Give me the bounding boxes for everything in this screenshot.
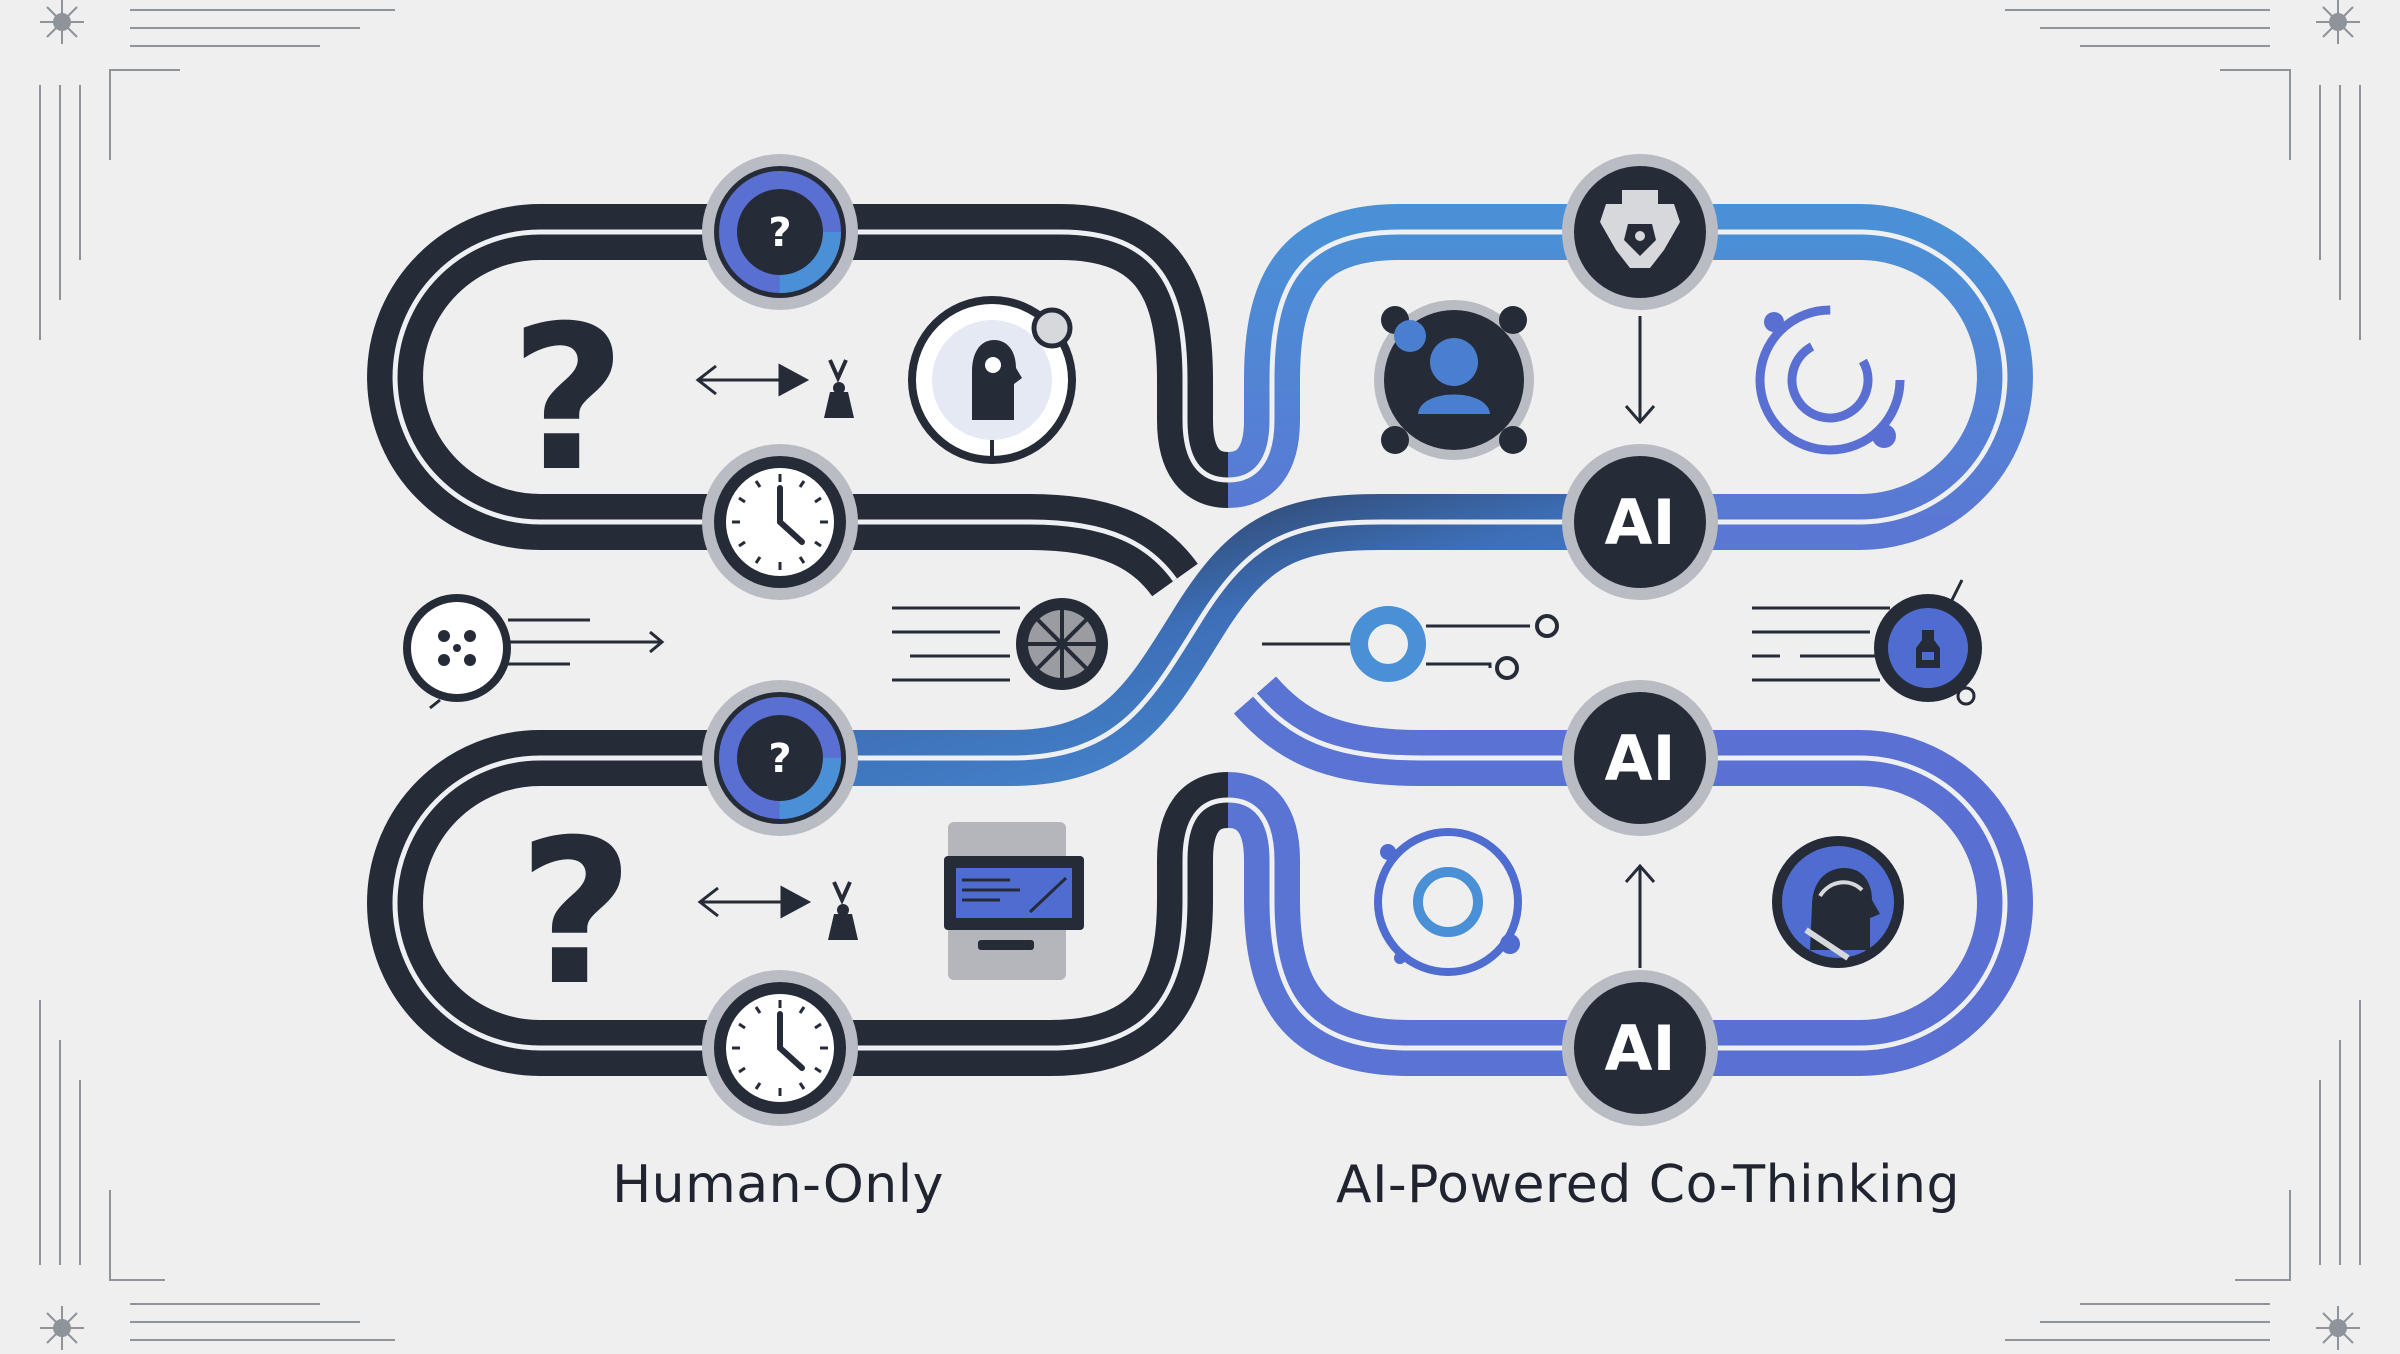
clock-node-top <box>702 444 858 600</box>
bidirectional-arrow-icon <box>697 885 812 919</box>
ai-node-3: AI <box>1562 970 1718 1126</box>
ai-node-1: AI <box>1562 444 1718 600</box>
monitor-icon <box>944 822 1084 980</box>
atom-icon <box>1374 828 1522 976</box>
gear-wheel-icon <box>1016 598 1108 690</box>
downward-arrow <box>1624 316 1656 425</box>
sparkle-icon <box>40 0 84 44</box>
question-mark-small: ? <box>768 210 791 256</box>
question-node-top: ? <box>702 154 858 310</box>
ai-node-2: AI <box>1562 680 1718 836</box>
question-mark-icon: ? <box>518 797 634 1030</box>
human-track-lower <box>367 730 1231 1076</box>
clock-icon <box>726 468 834 576</box>
ai-label: AI <box>1604 722 1675 795</box>
bidirectional-arrow-icon <box>695 363 810 397</box>
caption-ai-powered: AI-Powered Co-Thinking <box>1335 1155 1961 1215</box>
person-icon <box>824 359 854 418</box>
connector-node-icon <box>1262 606 1559 682</box>
corner-ornament-bottom-left <box>39 1000 395 1350</box>
ai-track-upper <box>1225 204 2033 550</box>
search-icon <box>1874 579 1982 706</box>
question-mark-icon: ? <box>510 283 626 516</box>
clock-icon <box>726 994 834 1102</box>
question-mark-small: ? <box>768 736 791 782</box>
head-silhouette-icon <box>1772 836 1904 968</box>
sparkle-icon <box>40 1306 84 1350</box>
robot-icon <box>1600 190 1680 268</box>
person-icon <box>828 881 858 940</box>
speed-lines <box>1752 606 1890 682</box>
cycle-icon <box>1755 305 1905 455</box>
ai-label: AI <box>1604 486 1675 559</box>
upward-arrow <box>1624 863 1656 968</box>
corner-ornament-top-right <box>2005 0 2361 340</box>
ai-label: AI <box>1604 1012 1675 1085</box>
question-node-bottom: ? <box>702 680 858 836</box>
speed-lines <box>892 606 1020 682</box>
clock-node-bottom <box>702 970 858 1126</box>
crossover-track <box>780 494 1640 786</box>
sparkle-icon <box>2316 1306 2360 1350</box>
robot-node <box>1562 154 1718 310</box>
network-node-icon <box>403 594 665 710</box>
caption-human-only: Human-Only <box>612 1155 944 1215</box>
corner-ornament-top-left <box>39 0 395 340</box>
sparkle-icon <box>2316 0 2360 44</box>
user-profile-icon <box>1374 300 1534 460</box>
brain-head-icon <box>908 296 1076 464</box>
human-track-upper <box>367 204 1231 597</box>
corner-ornament-bottom-right <box>2005 1000 2361 1350</box>
